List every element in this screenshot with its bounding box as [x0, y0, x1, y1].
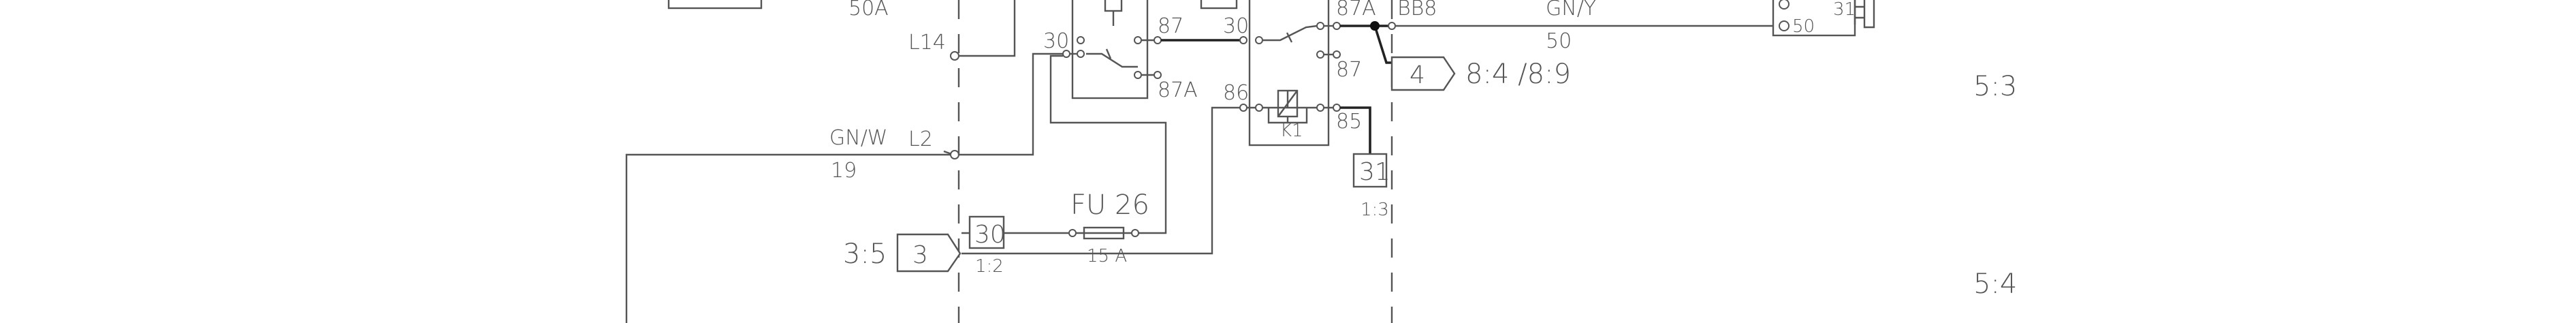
relay-2: [1248, 0, 1330, 147]
label-conn-50: 50: [1792, 16, 1815, 37]
relay-2-terminal-30: [1239, 36, 1247, 44]
label-ref-35: 3:5: [843, 239, 887, 270]
relay-1-coil: [1104, 0, 1123, 12]
relay-2-switch: [1262, 25, 1318, 42]
label-fu26-rating: 15 A: [1087, 246, 1127, 266]
label-relay2-87a: 87A: [1336, 0, 1376, 20]
label-section-53: 5:3: [1973, 71, 2017, 102]
label-section-54: 5:4: [1973, 268, 2017, 300]
box-30: [968, 215, 1005, 249]
terminal-l14: [950, 51, 959, 61]
relay-2-contact-30: [1255, 36, 1263, 44]
relay-1-switch: [1086, 52, 1138, 68]
junction-bb8: [1370, 21, 1380, 31]
wire-relay1-30-to-l2: [959, 52, 1063, 156]
label-relay2-85: 85: [1336, 110, 1362, 134]
relay-2-switch-mark: [1286, 32, 1293, 43]
label-relay2-87: 87: [1336, 58, 1362, 82]
top-box: [1200, 0, 1238, 10]
label-bb8: BB8: [1397, 0, 1437, 20]
relay-1-switch-mark: [1105, 48, 1112, 59]
label-relay1-30: 30: [1043, 29, 1069, 53]
label-conn-3: 3: [912, 241, 928, 269]
relay-2-contact-86: [1255, 104, 1263, 112]
terminal-l2: [950, 150, 959, 159]
label-relay2-30: 30: [1223, 14, 1249, 38]
relay-1-contact-87a: [1134, 71, 1142, 79]
ground-symbol: [1854, 0, 1875, 29]
label-k1: K1: [1280, 121, 1303, 141]
label-wire-19: 19: [831, 159, 857, 183]
wire-l14: [955, 0, 1016, 57]
relay-1-contact-87: [1134, 36, 1142, 44]
wire-fu26-out: [1049, 55, 1167, 234]
relay-2-terminal-87a: [1333, 22, 1341, 30]
relay-2-terminal-87: [1333, 50, 1341, 59]
wire-86-to-conn3: [961, 106, 1240, 255]
connector-3: [896, 233, 961, 273]
wire-gn-w: [625, 153, 955, 323]
label-ref-13: 1:3: [1361, 200, 1389, 220]
label-l2: L2: [908, 127, 933, 151]
relay-2-contact-87: [1316, 50, 1324, 59]
relay-2-contact-87a: [1316, 22, 1324, 30]
label-conn-31: 31: [1833, 0, 1856, 20]
relay-1-contact-30b: [1077, 50, 1085, 58]
label-box-30: 30: [974, 221, 1006, 249]
switch-terminal-upper: [1779, 0, 1790, 10]
relay-2-coil-lead-top: [1269, 91, 1307, 109]
label-relay1-87: 87: [1158, 14, 1183, 38]
fu26-terminal-right: [1131, 229, 1139, 237]
relay-1: [1071, 0, 1149, 99]
relay-1-terminal-87a: [1154, 71, 1162, 79]
label-wire-50: 50: [1546, 29, 1572, 53]
label-relay1-87a: 87A: [1158, 78, 1198, 102]
fuse-50a-box: [667, 0, 763, 10]
wire-bb8-down: [1373, 25, 1392, 64]
label-l14: L14: [908, 31, 946, 55]
relay-2-coil-lead-bottom: [1267, 108, 1308, 124]
connector-4: [1390, 56, 1456, 91]
label-relay2-86: 86: [1223, 81, 1249, 105]
label-box-31: 31: [1359, 158, 1390, 186]
relay-2-contact-85: [1316, 104, 1324, 112]
label-conn-4-ref: 8:4 /8:9: [1465, 59, 1571, 90]
label-gn-y: GN/Y: [1546, 0, 1596, 20]
label-ref-12: 1:2: [975, 256, 1004, 277]
relay-1-contact-30a: [1077, 36, 1085, 44]
wire-85-to-box31: [1340, 106, 1371, 154]
relay-2-terminal-86: [1239, 104, 1247, 112]
terminal-bb8: [1388, 22, 1396, 30]
label-gn-w: GN/W: [829, 126, 887, 150]
fu26-terminal-left: [1068, 229, 1077, 237]
box-31: [1352, 153, 1388, 188]
switch-terminal-50: [1779, 20, 1790, 31]
label-conn-4: 4: [1410, 61, 1425, 89]
label-fu26: FU 26: [1070, 189, 1149, 221]
label-50a: 50A: [848, 0, 889, 20]
